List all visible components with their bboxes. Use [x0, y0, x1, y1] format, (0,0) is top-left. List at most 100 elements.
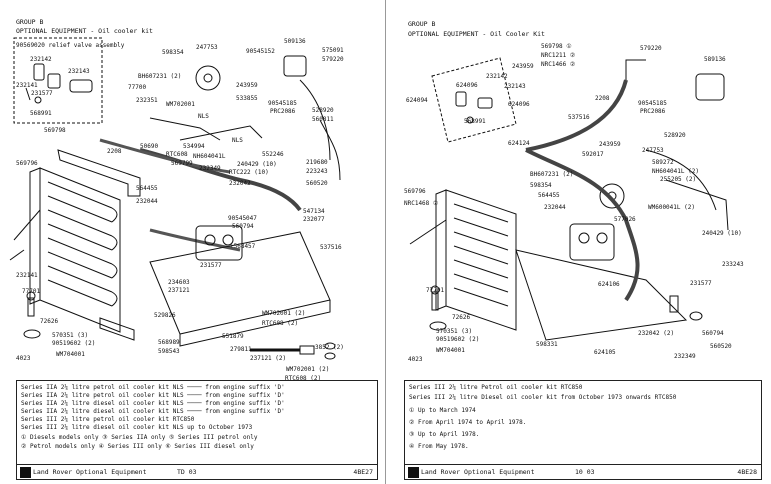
right-legend-note: ④ From May 1978.	[409, 443, 469, 450]
part-label: 72626	[452, 314, 471, 321]
adaptor-disc	[599, 183, 625, 209]
part-label: 90545185	[268, 100, 297, 107]
oil-cooler-radiator	[29, 167, 121, 333]
right-legend-row: Series III 2¼ litre Petrol oil cooler ki…	[409, 384, 583, 391]
right-footer-page: 4BE28	[737, 468, 757, 476]
left-group-heading: GROUP B	[16, 18, 44, 26]
part-label: 579220	[640, 45, 662, 52]
part-label: 547134	[303, 208, 325, 215]
part-label: 592017	[582, 151, 604, 158]
part-label: 570351 (3)	[436, 328, 473, 335]
part-label: 240429 (10)	[237, 161, 277, 168]
part-label: 255205 (2)	[660, 176, 697, 183]
part-label: WM702001	[166, 101, 195, 108]
part-label: 560794	[702, 330, 724, 337]
part-label: 569798 ①	[541, 43, 572, 50]
part-label: 569798	[44, 127, 66, 134]
left-footer-page: 4BE27	[353, 468, 373, 476]
relief-valve-inset	[431, 57, 517, 143]
part-label: WM600041L (2)	[648, 204, 695, 211]
part-label: 569796	[16, 160, 38, 167]
part-label: 77701	[22, 288, 41, 295]
part-label: 243959	[599, 141, 621, 148]
left-catalogue-page: GROUP B OPTIONAL EQUIPMENT - Oil cooler …	[0, 0, 385, 484]
part-label: 232141	[16, 82, 38, 89]
right-legend-note: ② From April 1974 to April 1978.	[409, 419, 527, 426]
part-label: RTC222 (10)	[229, 169, 269, 176]
left-page-subtitle: OPTIONAL EQUIPMENT - Oil cooler kit	[16, 27, 153, 35]
part-label-4023: 4023	[16, 355, 31, 362]
part-label: 529826	[154, 312, 176, 319]
part-label: 3852 (2)	[315, 344, 344, 351]
part-label: NLS	[232, 137, 243, 144]
part-label: 577026	[614, 216, 636, 223]
part-label: PRC2086	[270, 108, 296, 115]
right-legend-note: ③ Up to April 1978.	[409, 431, 480, 438]
part-label: WM702001 (2)	[262, 310, 306, 317]
part-label: 533855	[236, 95, 258, 102]
part-label: 279811	[230, 346, 252, 353]
part-label: 233243	[722, 261, 744, 268]
left-legend-row: Series IIA 2¼ litre petrol oil cooler ki…	[21, 392, 285, 399]
part-label: 551879	[222, 333, 244, 340]
part-label: 240429 (10)	[702, 230, 742, 237]
part-label: 537516	[320, 244, 342, 251]
right-legend-box: Series III 2¼ litre Petrol oil cooler ki…	[404, 380, 762, 480]
pressure-switch	[695, 73, 725, 101]
part-label: 2208	[595, 95, 610, 102]
land-rover-logo-icon	[408, 467, 419, 478]
part-label: 231577	[200, 262, 222, 269]
left-legend-notes: ① Diesels models only ③ Series IIA only …	[21, 434, 258, 441]
oil-cooler-radiator	[435, 189, 517, 331]
part-label: 624105	[594, 349, 616, 356]
part-label: WM702001 (2)	[286, 366, 330, 373]
part-label: 528920	[312, 107, 334, 114]
part-label: 90545185	[638, 100, 667, 107]
part-label: WM704001	[56, 351, 85, 358]
part-label: 237121	[168, 287, 190, 294]
part-label: PRC2086	[640, 108, 666, 115]
part-label: 528920	[664, 132, 686, 139]
right-legend-note: ① Up to March 1974	[409, 407, 476, 414]
part-label: BH607231 (2)	[530, 171, 574, 178]
part-label: 579220	[322, 56, 344, 63]
part-label: 624106	[598, 281, 620, 288]
right-catalogue-page: GROUP B OPTIONAL EQUIPMENT - Oil Cooler …	[386, 0, 771, 484]
left-legend-row: Series IIA 2¼ litre diesel oil cooler ki…	[21, 400, 285, 407]
part-label: 624096	[508, 101, 530, 108]
land-rover-logo-icon	[20, 467, 31, 478]
part-label: 568991	[30, 110, 52, 117]
part-label: NRC1468 ②	[404, 200, 439, 207]
part-label: 247753	[196, 44, 218, 51]
part-label: NRC1466 ②	[541, 61, 576, 68]
left-legend-notes: ② Petrol models only ④ Series III only ⑥…	[21, 443, 254, 450]
part-label: 232044	[544, 204, 566, 211]
part-label: 564455	[538, 192, 560, 199]
engine-sump-outline	[515, 249, 688, 341]
right-footer: Land Rover Optional Equipment 10 03 4BE2…	[405, 464, 761, 479]
part-label: 598354	[162, 49, 184, 56]
right-legend-row: Series III 2¼ litre Diesel oil cooler ki…	[409, 394, 677, 401]
part-label: 598543	[158, 348, 180, 355]
part-label: 90519602 (2)	[436, 336, 480, 343]
part-label: 2208	[107, 148, 122, 155]
right-footer-title: Land Rover Optional Equipment	[421, 468, 535, 476]
right-oil-cooler-exploded-diagram	[409, 57, 729, 341]
left-legend-row: Series IIA 2¼ litre petrol oil cooler ki…	[21, 384, 285, 391]
part-label: 243959	[236, 82, 258, 89]
part-label: 72626	[40, 318, 59, 325]
part-label: WM704001	[436, 347, 465, 354]
page-divider	[385, 0, 386, 484]
part-label: 569796	[404, 188, 426, 195]
part-label: 90545152	[246, 48, 275, 55]
left-footer-code: TD 03	[177, 468, 197, 476]
part-label: 231577	[690, 280, 712, 287]
part-label: 232042 (2)	[638, 330, 675, 337]
part-label: 232349	[674, 353, 696, 360]
part-label: 77700	[128, 84, 147, 91]
left-legend-row: Series III 2¼ litre petrol oil cooler ki…	[21, 416, 195, 423]
part-label: 624124	[508, 140, 530, 147]
adaptor-disc	[195, 65, 221, 91]
part-label: 560520	[710, 343, 732, 350]
part-label: 232142	[486, 73, 508, 80]
